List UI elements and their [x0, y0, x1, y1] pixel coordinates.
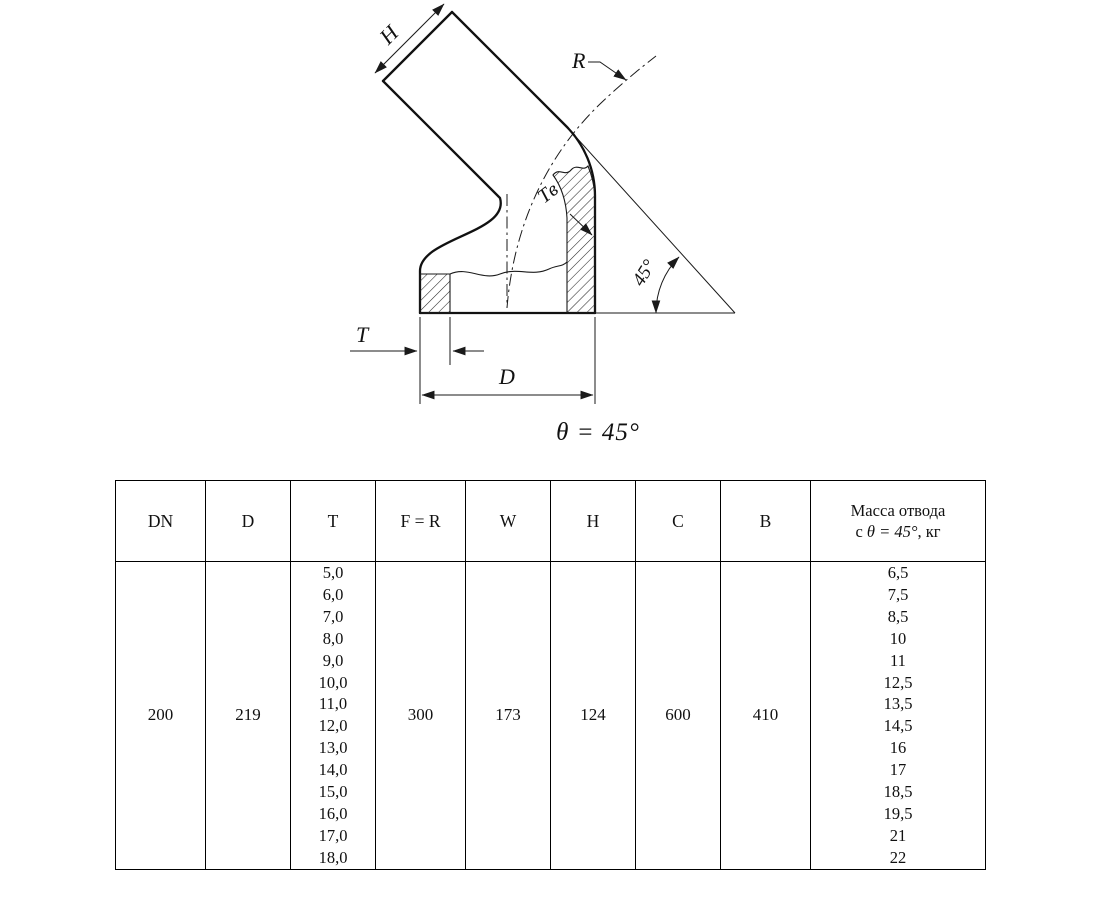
col-header-t: T [290, 480, 376, 562]
value-line: 14,5 [883, 716, 913, 736]
value-line: 6,5 [887, 563, 909, 582]
h-dimension-line [374, 3, 445, 74]
value-line: 6,0 [322, 584, 344, 604]
value-line: 22 [889, 847, 907, 867]
radius-label-r: R [571, 48, 586, 73]
section-hatch-left-wall [419, 273, 451, 314]
elbow-outline [381, 10, 597, 315]
elbow-drawing-area: 45° H R Tв [350, 3, 736, 446]
value-line: 7,5 [887, 584, 909, 604]
value-line: 8,5 [887, 606, 909, 626]
bend-radius-centerline-arc [506, 55, 657, 309]
value-line: 16 [889, 738, 907, 758]
header-row: DN D T F = R W H C B Масса отвода с θ = … [115, 480, 986, 562]
col-header-c: C [635, 480, 721, 562]
angle-label-45: 45° [628, 256, 660, 290]
value-line: 21 [889, 825, 907, 845]
value-line: 18,0 [318, 847, 348, 867]
d-dimension [421, 317, 596, 404]
value-line: 17 [889, 760, 907, 780]
t-dimension [350, 317, 484, 404]
value-line: 7,0 [322, 606, 344, 626]
diameter-label-d: D [498, 364, 515, 389]
col-header-b: B [720, 480, 811, 562]
value-line: 12,0 [318, 716, 348, 736]
value-line: 11 [890, 650, 906, 670]
col-header-d: D [205, 480, 291, 562]
value-line: 9,0 [322, 650, 344, 670]
value-line: 8,0 [322, 628, 344, 648]
cell-h: 124 [550, 561, 636, 870]
value-line: 16,0 [318, 803, 348, 823]
dimensions-table: DN D T F = R W H C B Масса отвода с θ = … [115, 480, 986, 870]
dimension-label-h: H [374, 19, 404, 49]
theta-equation-label: θ = 45° [556, 419, 640, 446]
mass-header-line2: с θ = 45°, кг [855, 522, 941, 541]
col-header-h: H [550, 480, 636, 562]
col-header-f-r: F = R [375, 480, 466, 562]
thickness-label-t: T [356, 322, 370, 347]
section-hatch-right-wall [552, 164, 596, 314]
r-dimension: R [571, 48, 627, 81]
value-line: 19,5 [883, 803, 913, 823]
cell-d: 219 [205, 561, 291, 870]
cell-b: 410 [720, 561, 811, 870]
r-leader-line [588, 61, 627, 81]
value-line: 18,5 [883, 782, 913, 802]
centerlines [506, 55, 657, 309]
value-line: 10,0 [318, 672, 348, 692]
col-header-w: W [465, 480, 551, 562]
cell-w: 173 [465, 561, 551, 870]
tv-leader-line [569, 213, 593, 236]
construction-line-slanted [565, 125, 736, 314]
value-line: 12,5 [883, 672, 913, 692]
value-line: 5,0 [322, 563, 344, 582]
dimensions-table-wrap: DN D T F = R W H C B Масса отвода с θ = … [115, 480, 986, 870]
col-header-mass: Масса отвода с θ = 45°, кг [810, 480, 986, 562]
cell-f-r: 300 [375, 561, 466, 870]
value-line: 10 [889, 628, 907, 648]
angle-dimension-arc [651, 256, 680, 314]
inner-wall [381, 79, 502, 315]
value-line: 17,0 [318, 825, 348, 845]
value-line: 13,5 [883, 694, 913, 714]
cell-dn: 200 [115, 561, 206, 870]
break-line-wavy [449, 261, 568, 277]
value-line: 14,0 [318, 760, 348, 780]
cell-c: 600 [635, 561, 721, 870]
value-line: 13,0 [318, 738, 348, 758]
value-line: 15,0 [318, 782, 348, 802]
elbow-technical-drawing: 45° H R Tв [350, 3, 736, 446]
mass-header-line1: Масса отвода [850, 500, 946, 520]
h-dimension: H [374, 3, 445, 74]
col-header-dn: DN [115, 480, 206, 562]
value-line: 11,0 [318, 694, 348, 714]
